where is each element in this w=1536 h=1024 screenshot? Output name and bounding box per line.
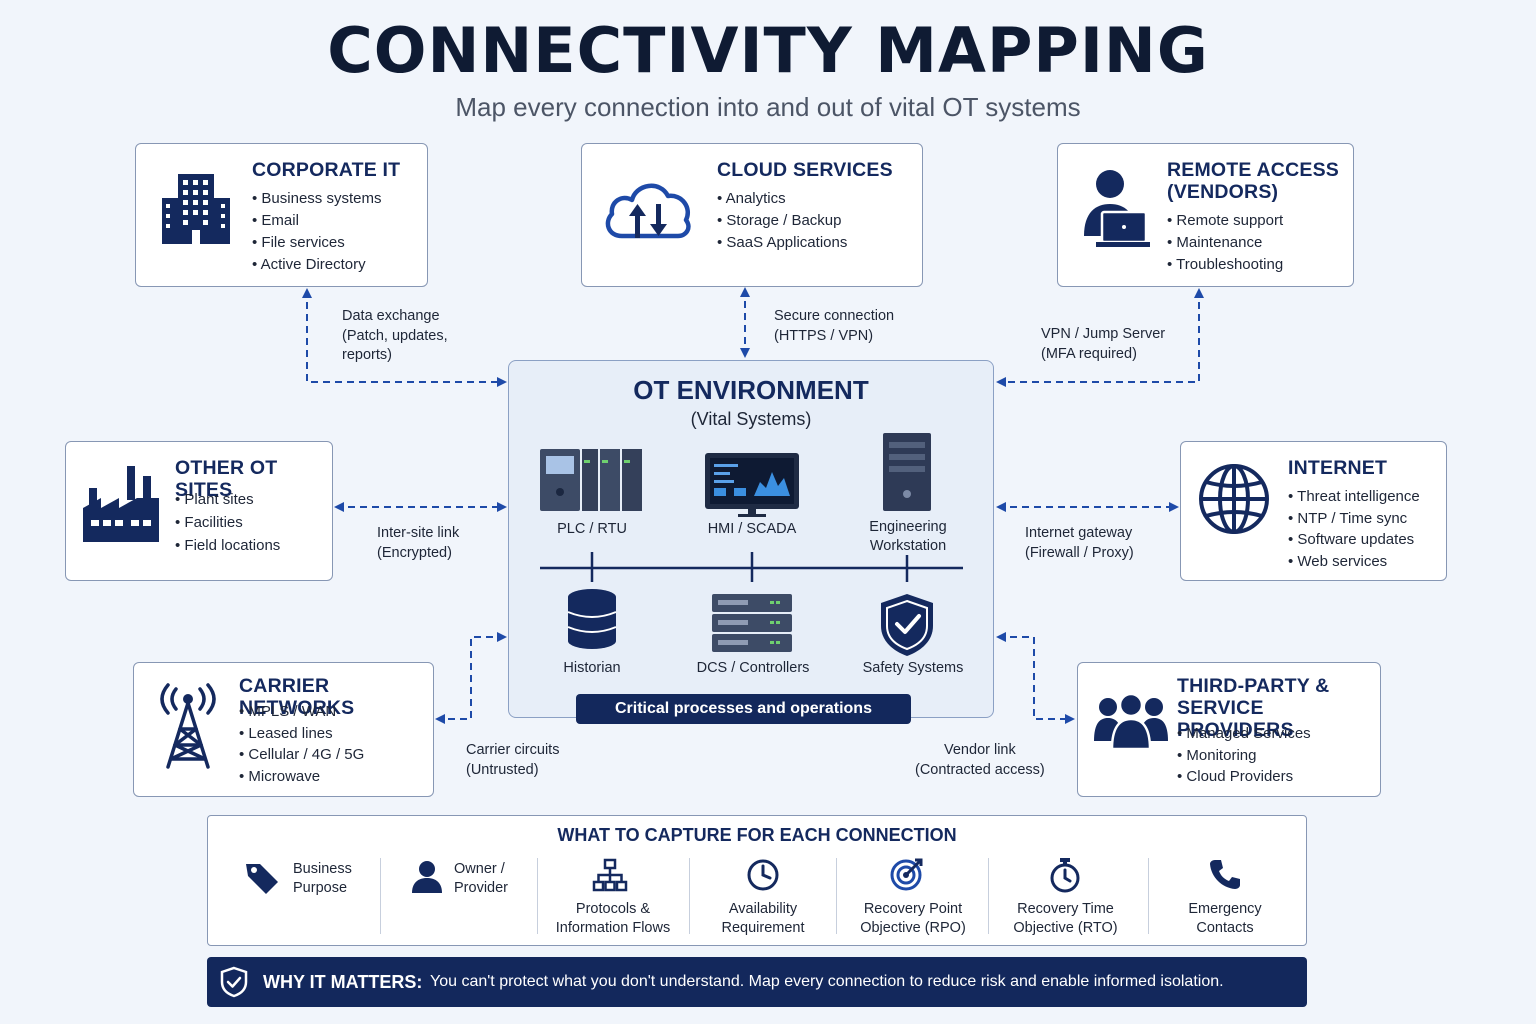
capture-panel: WHAT TO CAPTURE FOR EACH CONNECTION Busi… [207, 815, 1307, 946]
internet-list: Threat intelligence NTP / Time sync Soft… [1288, 486, 1420, 572]
safety-shield-icon [881, 594, 933, 656]
engineering-workstation-label: Engineering Workstation [869, 519, 947, 554]
cloud-services-list: Analytics Storage / Backup SaaS Applicat… [717, 188, 848, 254]
user-laptop-icon [1084, 170, 1150, 247]
capture-divider [988, 858, 989, 934]
edge-label-remote: VPN / Jump Server(MFA required) [1041, 326, 1166, 362]
node-other-ot-sites[interactable]: OTHER OT SITES Plant sites Facilities Fi… [65, 441, 333, 581]
hmi-scada-icon [705, 453, 799, 517]
carrier-networks-list: MPLS / WAN Leased lines Cellular / 4G / … [239, 701, 364, 787]
historian-database-icon [567, 589, 617, 649]
globe-icon [1199, 464, 1269, 534]
edge-corporate [302, 288, 507, 387]
cloud-services-title: CLOUD SERVICES [717, 159, 893, 181]
third-party-list: Managed Services Monitoring Cloud Provid… [1177, 723, 1310, 788]
node-remote-access[interactable]: REMOTE ACCESS (VENDORS) Remote support M… [1057, 143, 1354, 287]
edge-label-carrier: Carrier circuits(Untrusted) [466, 742, 560, 778]
capture-title: WHAT TO CAPTURE FOR EACH CONNECTION [557, 825, 957, 845]
hierarchy-icon [592, 858, 628, 892]
capture-divider [689, 858, 690, 934]
ot-title: OT ENVIRONMENT [633, 375, 869, 405]
edge-label-other-ot: Inter-site link(Encrypted) [377, 525, 460, 561]
ot-components-graphic [540, 433, 963, 656]
shield-check-icon [220, 966, 248, 998]
clock-icon [747, 859, 779, 891]
capture-protocols: Protocols & Information Flows [555, 901, 671, 936]
people-group-icon [1094, 693, 1168, 751]
ot-environment[interactable]: OT ENVIRONMENT (Vital Systems) [508, 360, 994, 718]
ot-subtitle: (Vital Systems) [690, 409, 812, 429]
edge-label-internet: Internet gateway(Firewall / Proxy) [1025, 525, 1134, 561]
ot-network-bus [540, 552, 963, 582]
capture-rpo: Recovery Point Objective (RPO) [860, 901, 966, 936]
capture-divider [537, 858, 538, 934]
capture-divider [1148, 858, 1149, 934]
capture-emergency-contacts: Emergency Contacts [1188, 901, 1262, 936]
dcs-controllers-label: DCS / Controllers [696, 660, 810, 676]
edge-label-cloud: Secure connection(HTTPS / VPN) [774, 308, 895, 344]
internet-title: INTERNET [1288, 457, 1388, 479]
plc-rtu-label: PLC / RTU [557, 521, 627, 537]
node-third-party[interactable]: THIRD-PARTY & SERVICE PROVIDERS Managed … [1077, 662, 1381, 797]
workstation-icon [883, 433, 931, 511]
safety-systems-label: Safety Systems [862, 660, 964, 676]
capture-business-purpose: Business Purpose [293, 861, 352, 896]
tag-icon [246, 864, 278, 894]
why-text: You can't protect what you don't underst… [430, 973, 1224, 990]
remote-access-title: REMOTE ACCESS (VENDORS) [1167, 159, 1339, 203]
edge-carrier [435, 632, 507, 724]
capture-divider [836, 858, 837, 934]
dcs-controllers-icon [712, 594, 792, 652]
stopwatch-icon [1050, 858, 1080, 893]
why-label: WHY IT MATTERS: [263, 972, 423, 992]
node-carrier-networks[interactable]: CARRIER NETWORKS MPLS / WAN Leased lines… [133, 662, 434, 797]
edge-label-vendor: Vendor link(Contracted access) [915, 742, 1045, 778]
phone-icon [1210, 860, 1240, 889]
node-internet[interactable]: INTERNET Threat intelligence NTP / Time … [1180, 441, 1447, 581]
node-corporate-it[interactable]: CORPORATE IT Business systems Email File… [135, 143, 428, 287]
capture-divider [380, 858, 381, 934]
capture-availability: Availability Requirement [721, 901, 805, 936]
capture-rto: Recovery Time Objective (RTO) [1013, 901, 1118, 936]
plc-rtu-icon [540, 449, 642, 511]
capture-owner-provider: Owner / Provider [454, 861, 508, 896]
critical-processes-bar: Critical processes and operations [576, 694, 911, 724]
radio-tower-icon [160, 683, 216, 769]
page-title: CONNECTIVITY MAPPING [327, 14, 1209, 87]
cloud-icon [605, 183, 691, 239]
edge-label-corporate: Data exchange(Patch, updates,reports) [342, 308, 448, 363]
other-ot-sites-list: Plant sites Facilities Field locations [175, 488, 280, 557]
hmi-scada-label: HMI / SCADA [707, 521, 797, 537]
edge-remote [996, 288, 1204, 387]
edge-vendor [996, 632, 1075, 724]
node-cloud-services[interactable]: CLOUD SERVICES Analytics Storage / Backu… [581, 143, 923, 287]
corporate-it-list: Business systems Email File services Act… [252, 188, 382, 276]
office-building-icon [162, 174, 230, 244]
why-it-matters-bar: WHY IT MATTERS: You can't protect what y… [207, 957, 1307, 1007]
factory-icon [83, 466, 159, 542]
person-icon [412, 861, 442, 893]
page-subtitle: Map every connection into and out of vit… [455, 92, 1081, 122]
corporate-it-title: CORPORATE IT [252, 159, 401, 181]
remote-access-list: Remote support Maintenance Troubleshooti… [1167, 210, 1283, 276]
target-icon [890, 858, 923, 891]
historian-label: Historian [563, 660, 621, 676]
